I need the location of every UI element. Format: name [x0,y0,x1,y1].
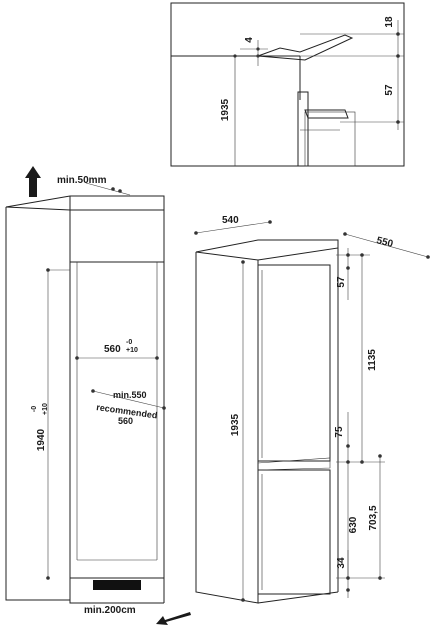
niche-min-vent: min.200cm [84,605,136,616]
fridge-lower-total: 703,5 [368,505,379,530]
vent-inlet-arrow-icon [156,612,191,625]
niche-width-tol-bottom: +10 [126,347,138,354]
fridge-upper-height: 1135 [367,349,378,371]
fridge-mid-gap: 75 [334,426,345,438]
fridge-side [195,252,259,604]
detail-dim-gap: 4 [244,37,255,43]
fridge-bottom-gap: 34 [336,557,347,569]
detail-dim-top: 18 [384,16,395,28]
cabinet-side-panel [5,207,71,601]
niche-min-depth: min.550 [113,390,147,400]
appliance-side [297,91,309,167]
vent-up-arrow-icon [25,166,41,197]
fridge-top-gap: 57 [336,276,347,288]
fridge-lower-door-height: 630 [348,516,359,533]
detail-dim-right: 57 [384,84,395,96]
detail-dim-height: 1935 [220,98,231,121]
bottom-vent-slot [93,580,141,590]
fridge-height: 1935 [230,413,241,436]
niche-height-tol-bottom: +10 [42,403,49,415]
fridge-lower-door [257,469,331,595]
niche-height-tol-top: -0 [31,406,38,412]
niche-recommended-value: 560 [118,416,133,426]
fridge-width: 540 [222,215,239,226]
niche-width-tol-top: -0 [126,339,132,346]
fridge-drawing: 540 550 1935 57 1135 75 630 703,5 [194,215,430,604]
niche-drawing: min.50mm 1940 -0 +10 560 -0 +10 min.550 … [5,166,191,625]
detail-panel: 18 4 1935 57 [170,2,405,167]
hinge-bracket [257,34,354,61]
niche-min-top-gap: min.50mm [57,175,107,186]
fridge-depth: 550 [375,235,394,250]
niche-width: 560 [104,344,121,355]
fridge-upper-door [257,264,331,462]
niche-height: 1940 [36,428,47,451]
detail-frame [170,2,405,167]
